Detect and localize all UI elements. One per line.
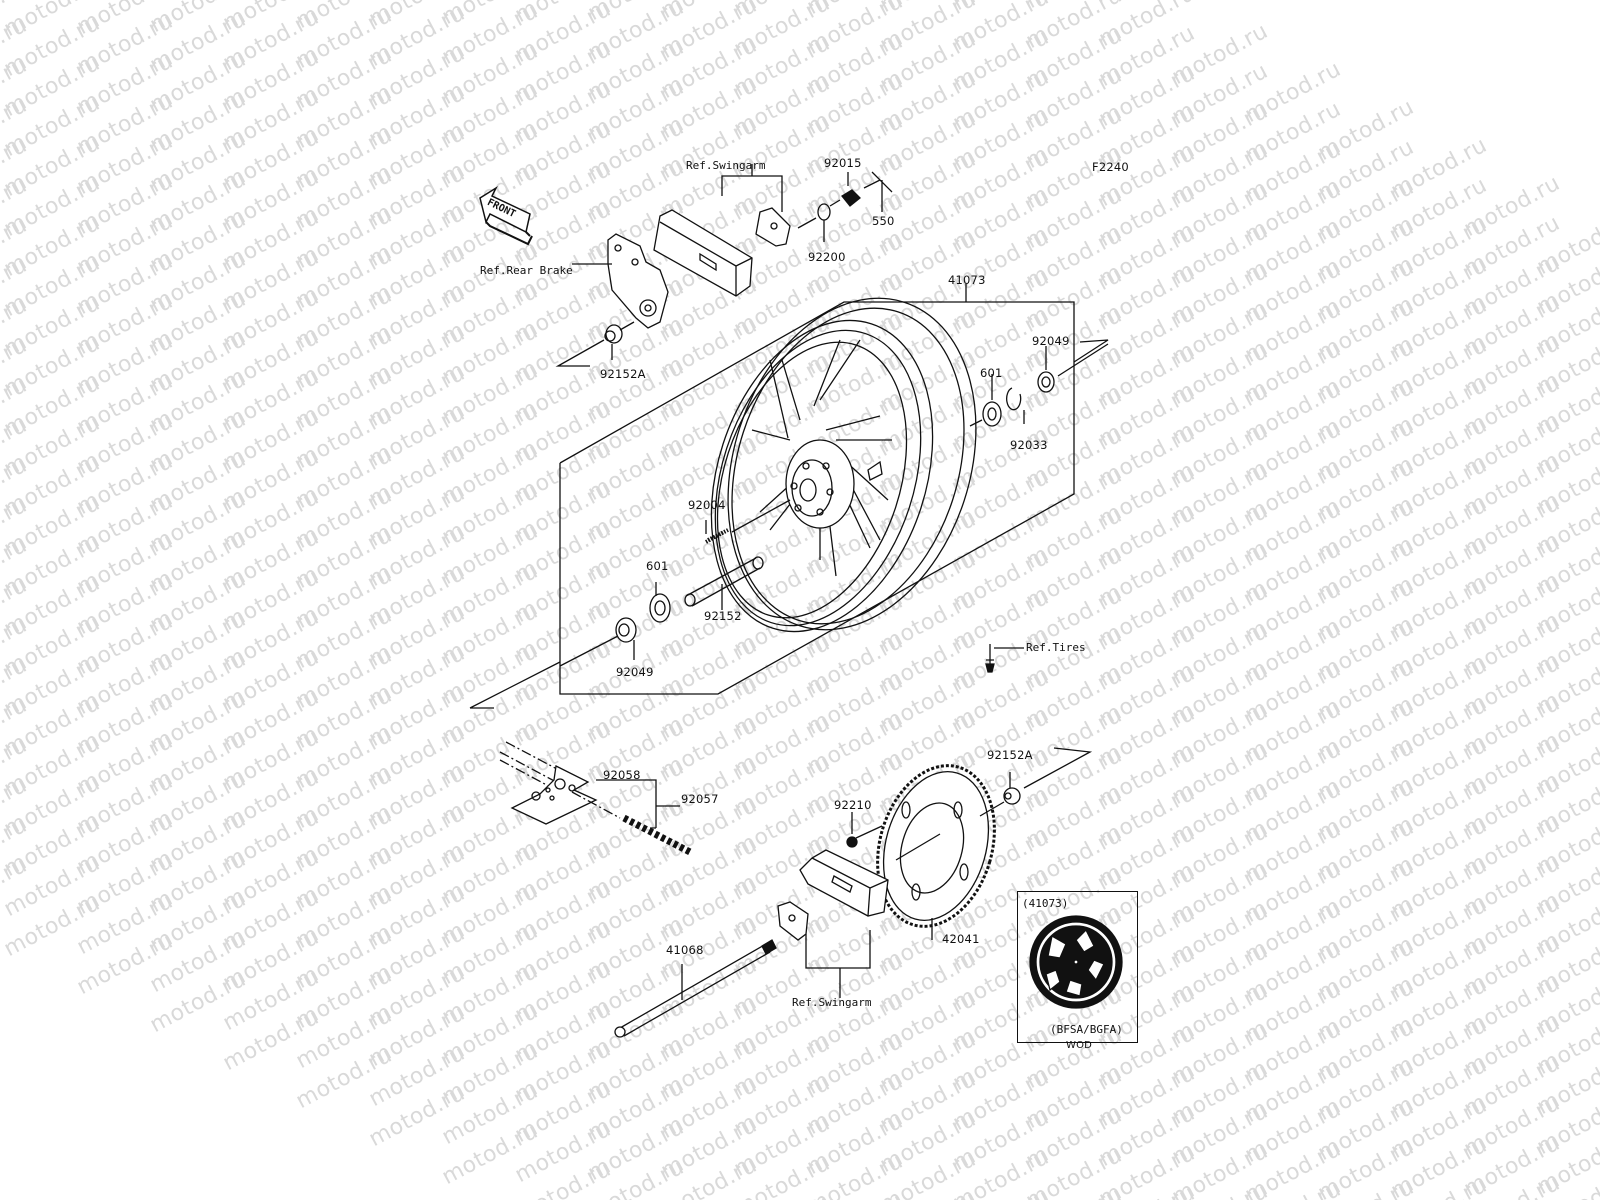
wheel-variant-icon	[1029, 915, 1123, 1009]
drive-chain-drawing	[499, 741, 692, 856]
part-92015[interactable]: 92015	[824, 156, 862, 170]
figure-code: F2240	[1092, 160, 1129, 174]
part-92210[interactable]: 92210	[834, 798, 872, 812]
part-601-left[interactable]: 601	[646, 559, 669, 573]
wheel-assembly-frame	[469, 284, 1109, 709]
part-550[interactable]: 550	[872, 214, 895, 228]
part-42041[interactable]: 42041	[942, 932, 980, 946]
part-92058[interactable]: 92058	[603, 768, 641, 782]
part-92152[interactable]: 92152	[704, 609, 742, 623]
part-41073[interactable]: 41073	[948, 273, 986, 287]
inset-color-code: WOD	[1066, 1040, 1093, 1051]
sprocket-axle-drawing	[614, 747, 1093, 1038]
ref-tires-label[interactable]: Ref.Tires	[1026, 641, 1086, 654]
part-92200[interactable]: 92200	[808, 250, 846, 264]
axle-spacer-parts	[559, 499, 791, 667]
rear-wheel-drawing	[710, 297, 1109, 673]
part-92152A-bottom[interactable]: 92152A	[987, 748, 1033, 762]
part-92004[interactable]: 92004	[688, 498, 726, 512]
front-arrow-icon	[479, 185, 533, 246]
part-92049-left[interactable]: 92049	[616, 665, 654, 679]
inset-variant-label: (BFSA/BGFA)	[1050, 1023, 1123, 1036]
part-92033[interactable]: 92033	[1010, 438, 1048, 452]
wheel-variant-inset	[1017, 891, 1138, 1043]
caliper-bracket-drawing	[555, 164, 893, 367]
part-92057[interactable]: 92057	[681, 792, 719, 806]
part-41068[interactable]: 41068	[666, 943, 704, 957]
ref-swingarm-bottom-label[interactable]: Ref.Swingarm	[792, 996, 872, 1009]
part-601-right[interactable]: 601	[980, 366, 1003, 380]
ref-swingarm-top-label[interactable]: Ref.Swingarm	[686, 159, 766, 172]
part-92152A-top[interactable]: 92152A	[600, 367, 646, 381]
inset-part-ref: (41073)	[1022, 897, 1069, 910]
part-92049-right[interactable]: 92049	[1032, 334, 1070, 348]
ref-rear-brake-label[interactable]: Ref.Rear Brake	[480, 264, 573, 277]
